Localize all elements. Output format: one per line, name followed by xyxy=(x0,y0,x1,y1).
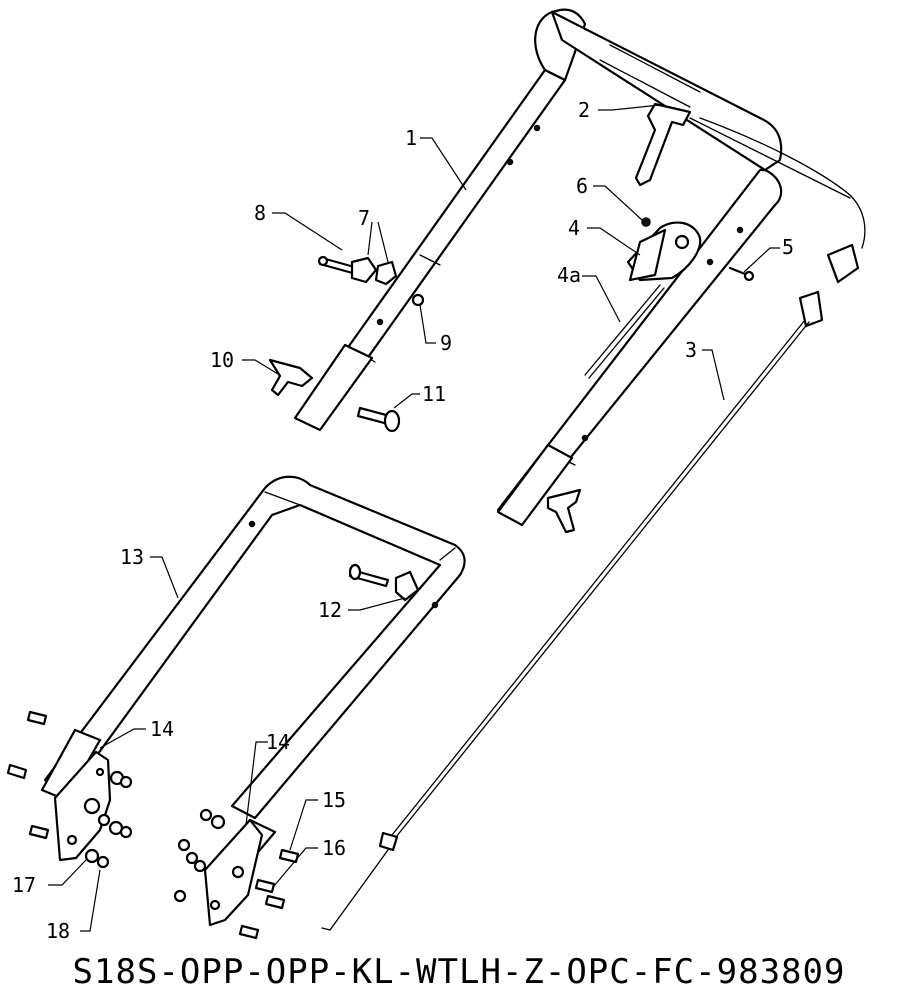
knob-10 xyxy=(268,358,314,397)
callout-17: 17 xyxy=(12,873,36,897)
bail-lever xyxy=(634,102,851,199)
callout-7: 7 xyxy=(358,206,370,230)
nut-9 xyxy=(411,293,425,307)
pivot-bolt-12 xyxy=(348,563,420,602)
callout-9: 9 xyxy=(440,331,452,355)
knob-right xyxy=(546,488,582,534)
callout-13: 13 xyxy=(120,545,144,569)
callout-14-right: 14 xyxy=(266,730,290,754)
callout-12: 12 xyxy=(318,598,342,622)
bolt-5 xyxy=(728,266,755,282)
right-fasteners xyxy=(173,808,300,940)
callout-18: 18 xyxy=(46,919,70,943)
callout-labels: 1 2 3 4 4a 5 6 7 8 9 10 11 12 13 14 14 1… xyxy=(12,98,794,943)
brackets-7 xyxy=(350,256,398,286)
callout-10: 10 xyxy=(210,348,234,372)
callout-14-left: 14 xyxy=(150,717,174,741)
callout-16: 16 xyxy=(322,836,346,860)
drawing-code: S18S-OPP-OPP-KL-WTLH-Z-OPC-FC-983809 xyxy=(72,952,846,992)
callout-1: 1 xyxy=(405,126,417,150)
callout-6: 6 xyxy=(576,174,588,198)
cable-guide xyxy=(584,217,702,379)
lower-handle xyxy=(43,475,466,820)
callout-11: 11 xyxy=(422,382,446,406)
callout-8: 8 xyxy=(254,201,266,225)
callout-4: 4 xyxy=(568,216,580,240)
left-fasteners xyxy=(6,710,133,869)
callout-3: 3 xyxy=(685,338,697,362)
callout-4a: 4a xyxy=(557,263,581,287)
callout-5: 5 xyxy=(782,235,794,259)
callout-leaders xyxy=(48,104,780,932)
clevis-pin-11 xyxy=(356,406,401,433)
callout-2: 2 xyxy=(578,98,590,122)
upper-handle xyxy=(293,8,783,527)
control-cable xyxy=(321,117,866,931)
callout-15: 15 xyxy=(322,788,346,812)
right-mount-plate xyxy=(203,818,277,927)
left-mount-plate xyxy=(40,728,112,862)
